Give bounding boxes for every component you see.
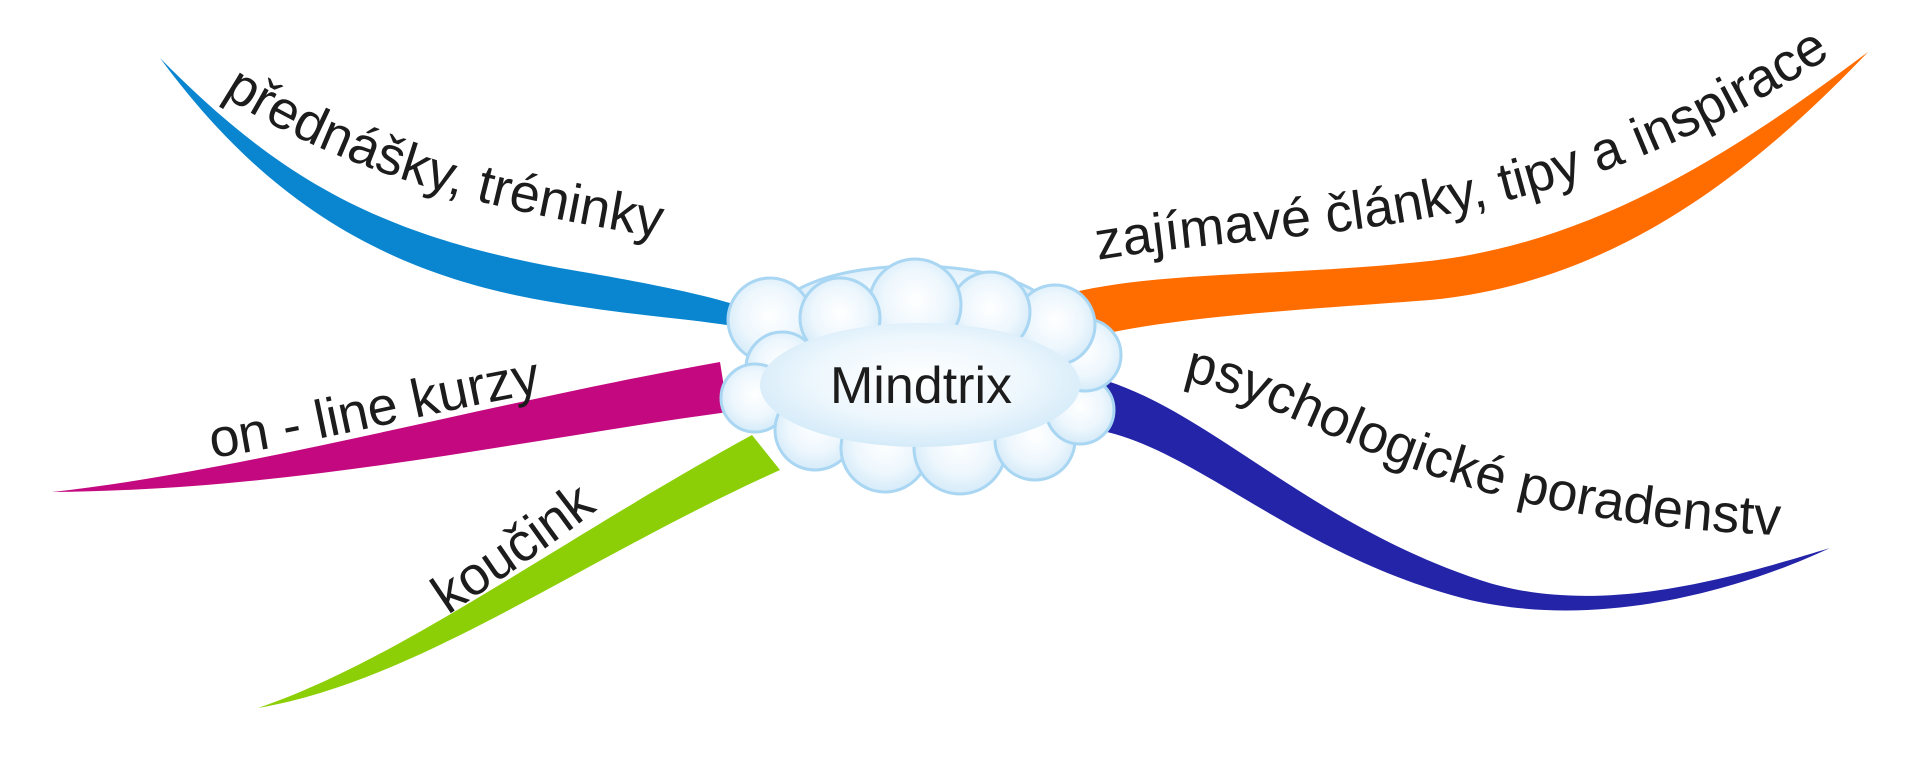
branch-online-ribbon bbox=[52, 362, 728, 492]
branch-label-prednasky-path: přednášky, tréninky bbox=[216, 54, 668, 249]
cloud-node: Mindtrix bbox=[719, 257, 1123, 496]
branch-koucink-ribbon bbox=[258, 435, 780, 708]
branch-label-clanky: zajímavé články, tipy a inspirace bbox=[1090, 15, 1838, 271]
cloud-shape bbox=[719, 257, 1123, 496]
center-label: Mindtrix bbox=[830, 357, 1012, 415]
branch-prednasky-ribbon bbox=[160, 58, 770, 332]
branch-label-clanky-path: zajímavé články, tipy a inspirace bbox=[1090, 15, 1838, 271]
branch-clanky-ribbon bbox=[1045, 52, 1868, 345]
branch-label-prednasky: přednášky, tréninky bbox=[216, 54, 668, 249]
